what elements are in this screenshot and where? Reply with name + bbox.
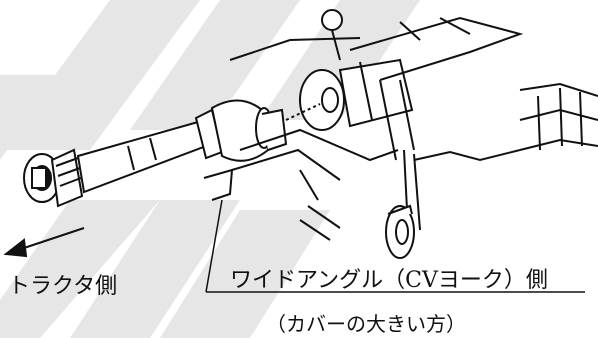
left-arrow-icon [3,227,85,258]
pto-shaft [76,108,224,194]
cover-note-label: （カバーの大きい方） [266,312,466,336]
wide-angle-side-label: ワイドアングル（CVヨーク）側 [230,268,548,293]
implement-frame [203,9,598,241]
tractor-yoke [23,148,84,208]
gauge-wheel [385,204,415,259]
callout-lines [205,199,585,293]
tractor-side-label: トラクタ側 [8,274,118,299]
implement-gearbox [285,58,414,131]
